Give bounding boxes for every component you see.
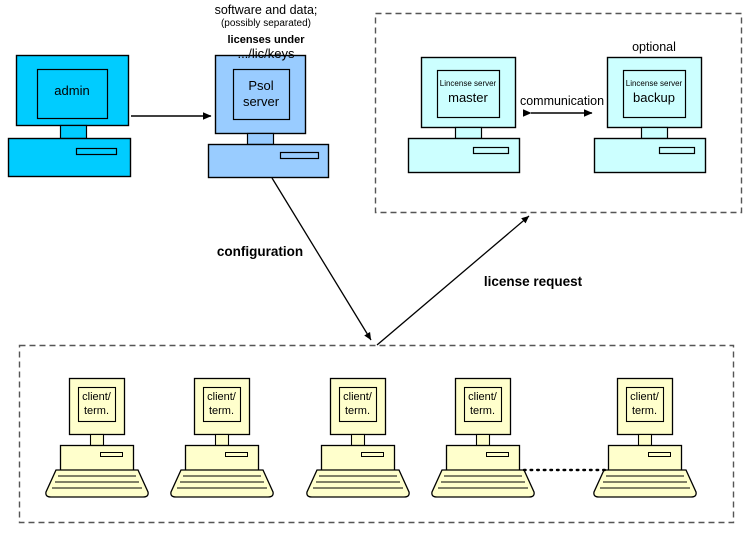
license-server-backup-machine [593,56,707,174]
license-server-backup-small-label: Lincense server [625,79,683,88]
client-screen-label-line1: client/ [82,391,111,403]
client-screen-label-line1: client/ [630,391,659,403]
client-machine [170,377,274,498]
psol-server-machine [207,54,330,179]
client-machine [45,377,149,498]
client-screen-label-line1: client/ [207,391,236,403]
client-screen-label-line2: term. [344,405,371,417]
arrow-psol-to-clients [271,177,372,341]
label-communication: communication [519,94,605,108]
psol-screen-label-line2: server [242,94,280,109]
client-screen-label-line1: client/ [468,391,497,403]
label-possibly-separated: (possibly separated) [220,18,312,29]
psol-screen-label-line1: Psol [248,78,274,93]
label-lic-keys-path: .../lic/keys [237,46,295,61]
label-license-request: license request [483,274,583,289]
client-group-box [18,344,735,524]
client-machine [431,377,535,498]
client-screen-label-line2: term. [83,405,110,417]
client-screen-label-line2: term. [469,405,496,417]
admin-screen-label: admin [54,83,90,98]
license-server-backup-big-label: backup [633,90,675,105]
license-server-master-big-label: master [448,90,488,105]
admin-machine [7,54,132,178]
label-software-and-data: software and data; [214,3,318,17]
label-optional: optional [632,40,676,54]
license-server-master-small-label: Lincense server [439,79,497,88]
license-server-master-machine [407,56,521,174]
client-screen-label-line2: term. [208,405,235,417]
client-screen-label-line1: client/ [343,391,372,403]
client-machine [306,377,410,498]
arrow-clients-to-license-servers [376,215,530,346]
client-screen-label-line2: term. [631,405,658,417]
license-server-group-box [374,12,743,214]
label-configuration: configuration [216,244,304,259]
client-machine [593,377,697,498]
label-licenses-under: licenses under [227,34,305,46]
